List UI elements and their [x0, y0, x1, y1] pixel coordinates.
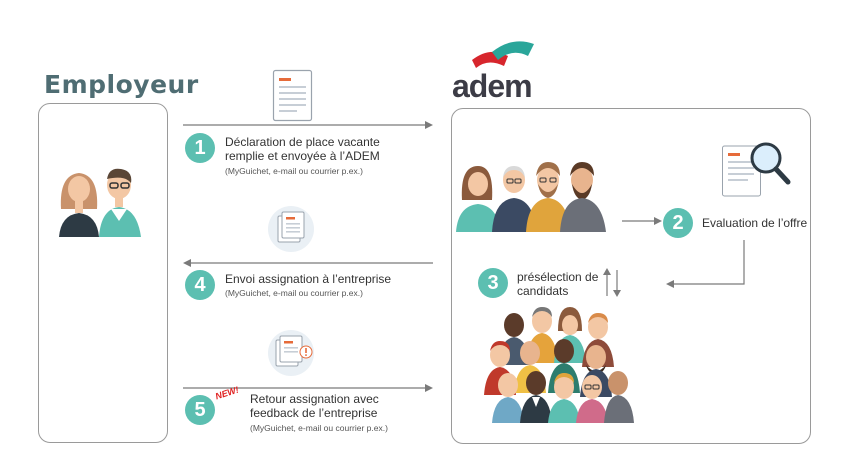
assignment-document-icon [268, 206, 314, 252]
step-4-note: (MyGuichet, e-mail ou courrier p.ex.) [225, 288, 363, 298]
feedback-document-icon [268, 330, 314, 376]
adem-staff-icon [456, 162, 606, 232]
step-4-line1: Envoi assignation à l’entreprise [225, 272, 392, 286]
step-3-number: 3 [478, 268, 508, 298]
adem-logo-mark [472, 41, 534, 68]
employer-title: Employeur [44, 70, 199, 99]
step-1-line2: remplie et envoyée à l’ADEM [225, 149, 380, 163]
step-4-number: 4 [185, 270, 215, 300]
employer-box [38, 103, 168, 443]
step-5-number: 5 [185, 395, 215, 425]
step-3-line2: candidats [517, 284, 569, 298]
arrow-elbow-back [666, 240, 745, 288]
step-5-line2: feedback de l’entreprise [250, 406, 378, 420]
employer-people-icon [59, 168, 141, 237]
magnifier-document-icon [722, 142, 791, 197]
step-5-note: (MyGuichet, e-mail ou courrier p.ex.) [250, 423, 388, 433]
arrow-right-1 [183, 121, 433, 129]
candidates-crowd-icon [484, 307, 634, 423]
step-1-note: (MyGuichet, e-mail ou courrier p.ex.) [225, 166, 363, 176]
up-down-arrows-icon [603, 268, 621, 297]
step-2-label: Evaluation de l’offre [702, 216, 808, 230]
arrow-left-4 [183, 259, 433, 267]
adem-logo-text: adem [452, 68, 533, 104]
step-1-number: 1 [185, 133, 215, 163]
step-2-number: 2 [663, 208, 693, 238]
arrow-right-5 [183, 384, 433, 392]
arrow-to-evaluation [622, 217, 662, 225]
document-icon [272, 69, 313, 122]
step-3-line1: présélection de [517, 270, 599, 284]
step-5-line1: Retour assignation avec [250, 392, 379, 406]
step-1-line1: Déclaration de place vacante [225, 135, 380, 149]
